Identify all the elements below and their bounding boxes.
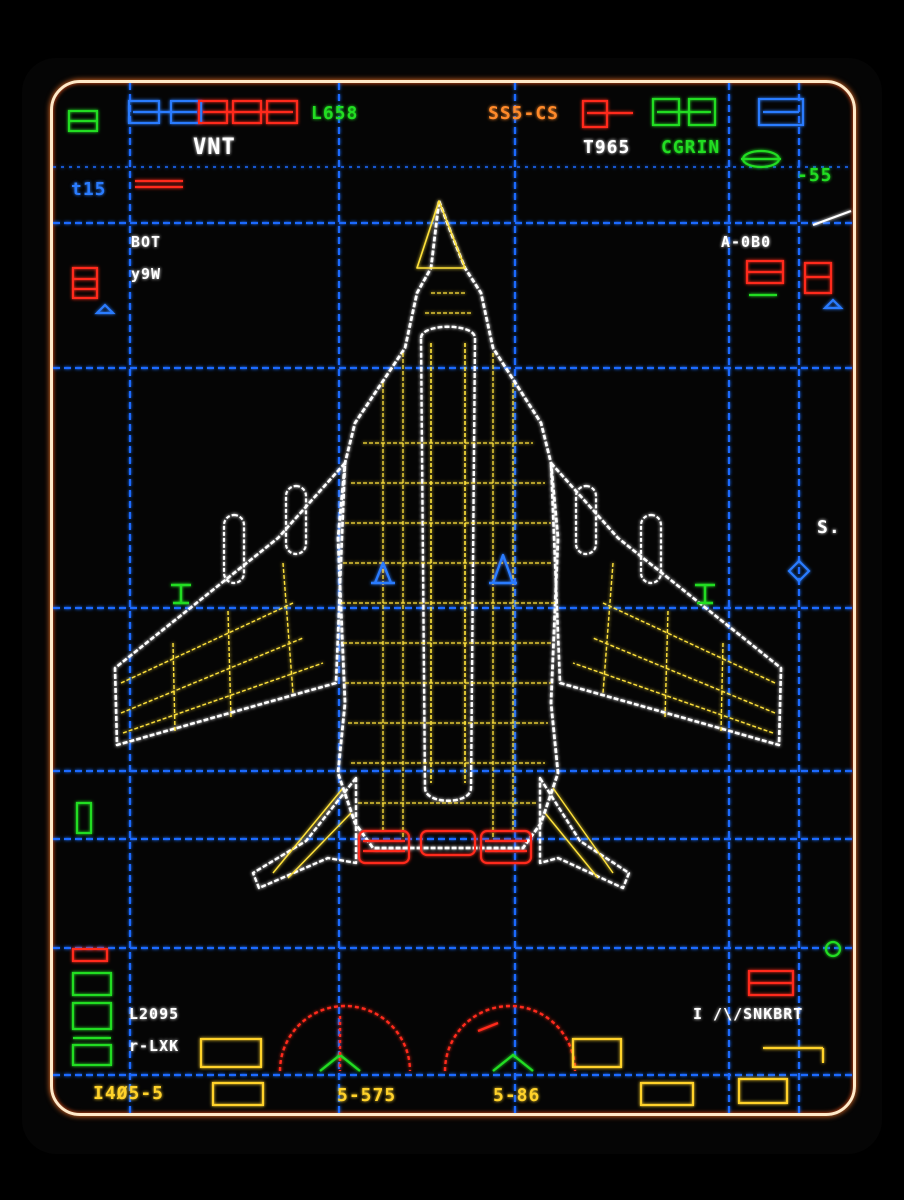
footer-left: I4Ø5-5 xyxy=(93,1083,165,1104)
right-side-mark: S. xyxy=(817,517,841,538)
aircraft-wireframe xyxy=(113,199,783,890)
top-right-sub-green: CGRIN xyxy=(661,137,721,158)
left-label-1: BOT xyxy=(131,233,162,251)
right-wing xyxy=(549,461,783,747)
hud-glyphs xyxy=(67,97,852,1107)
top-right-code: SS5-CS xyxy=(488,103,560,124)
footer-mid-1: 5-575 xyxy=(337,1085,397,1106)
right-readout-bottom-1: I /\/SNKBRT xyxy=(693,1005,804,1023)
display-graphics xyxy=(53,83,853,1113)
top-right-sub-white: T965 xyxy=(583,137,631,158)
exhaust-nozzles xyxy=(357,829,533,865)
left-wing xyxy=(113,461,347,747)
radar-screen: L658 VNT SS5-CS T965 CGRIN -55 t15 BOT y… xyxy=(50,80,856,1116)
top-left-sub: VNT xyxy=(193,135,236,160)
grid-lines xyxy=(53,83,853,1113)
right-readout-1: A-0B0 xyxy=(721,233,772,251)
footer-mid-2: 5-86 xyxy=(493,1085,541,1106)
left-tailplane xyxy=(251,776,358,890)
left-readout-1: t15 xyxy=(71,179,107,200)
top-left-code: L658 xyxy=(311,103,359,124)
left-label-2: y9W xyxy=(131,265,162,283)
left-readout-bottom-1: L2095 xyxy=(129,1005,180,1023)
wing-stores xyxy=(222,484,663,585)
bottom-gauges xyxy=(278,1004,577,1072)
canopy-spine xyxy=(419,325,477,802)
right-tailplane xyxy=(538,776,631,890)
fuselage-outline xyxy=(336,199,560,850)
left-readout-bottom-2: r-LXK xyxy=(129,1037,180,1055)
monitor-bezel xyxy=(22,58,882,1154)
right-readout: -55 xyxy=(797,165,833,186)
